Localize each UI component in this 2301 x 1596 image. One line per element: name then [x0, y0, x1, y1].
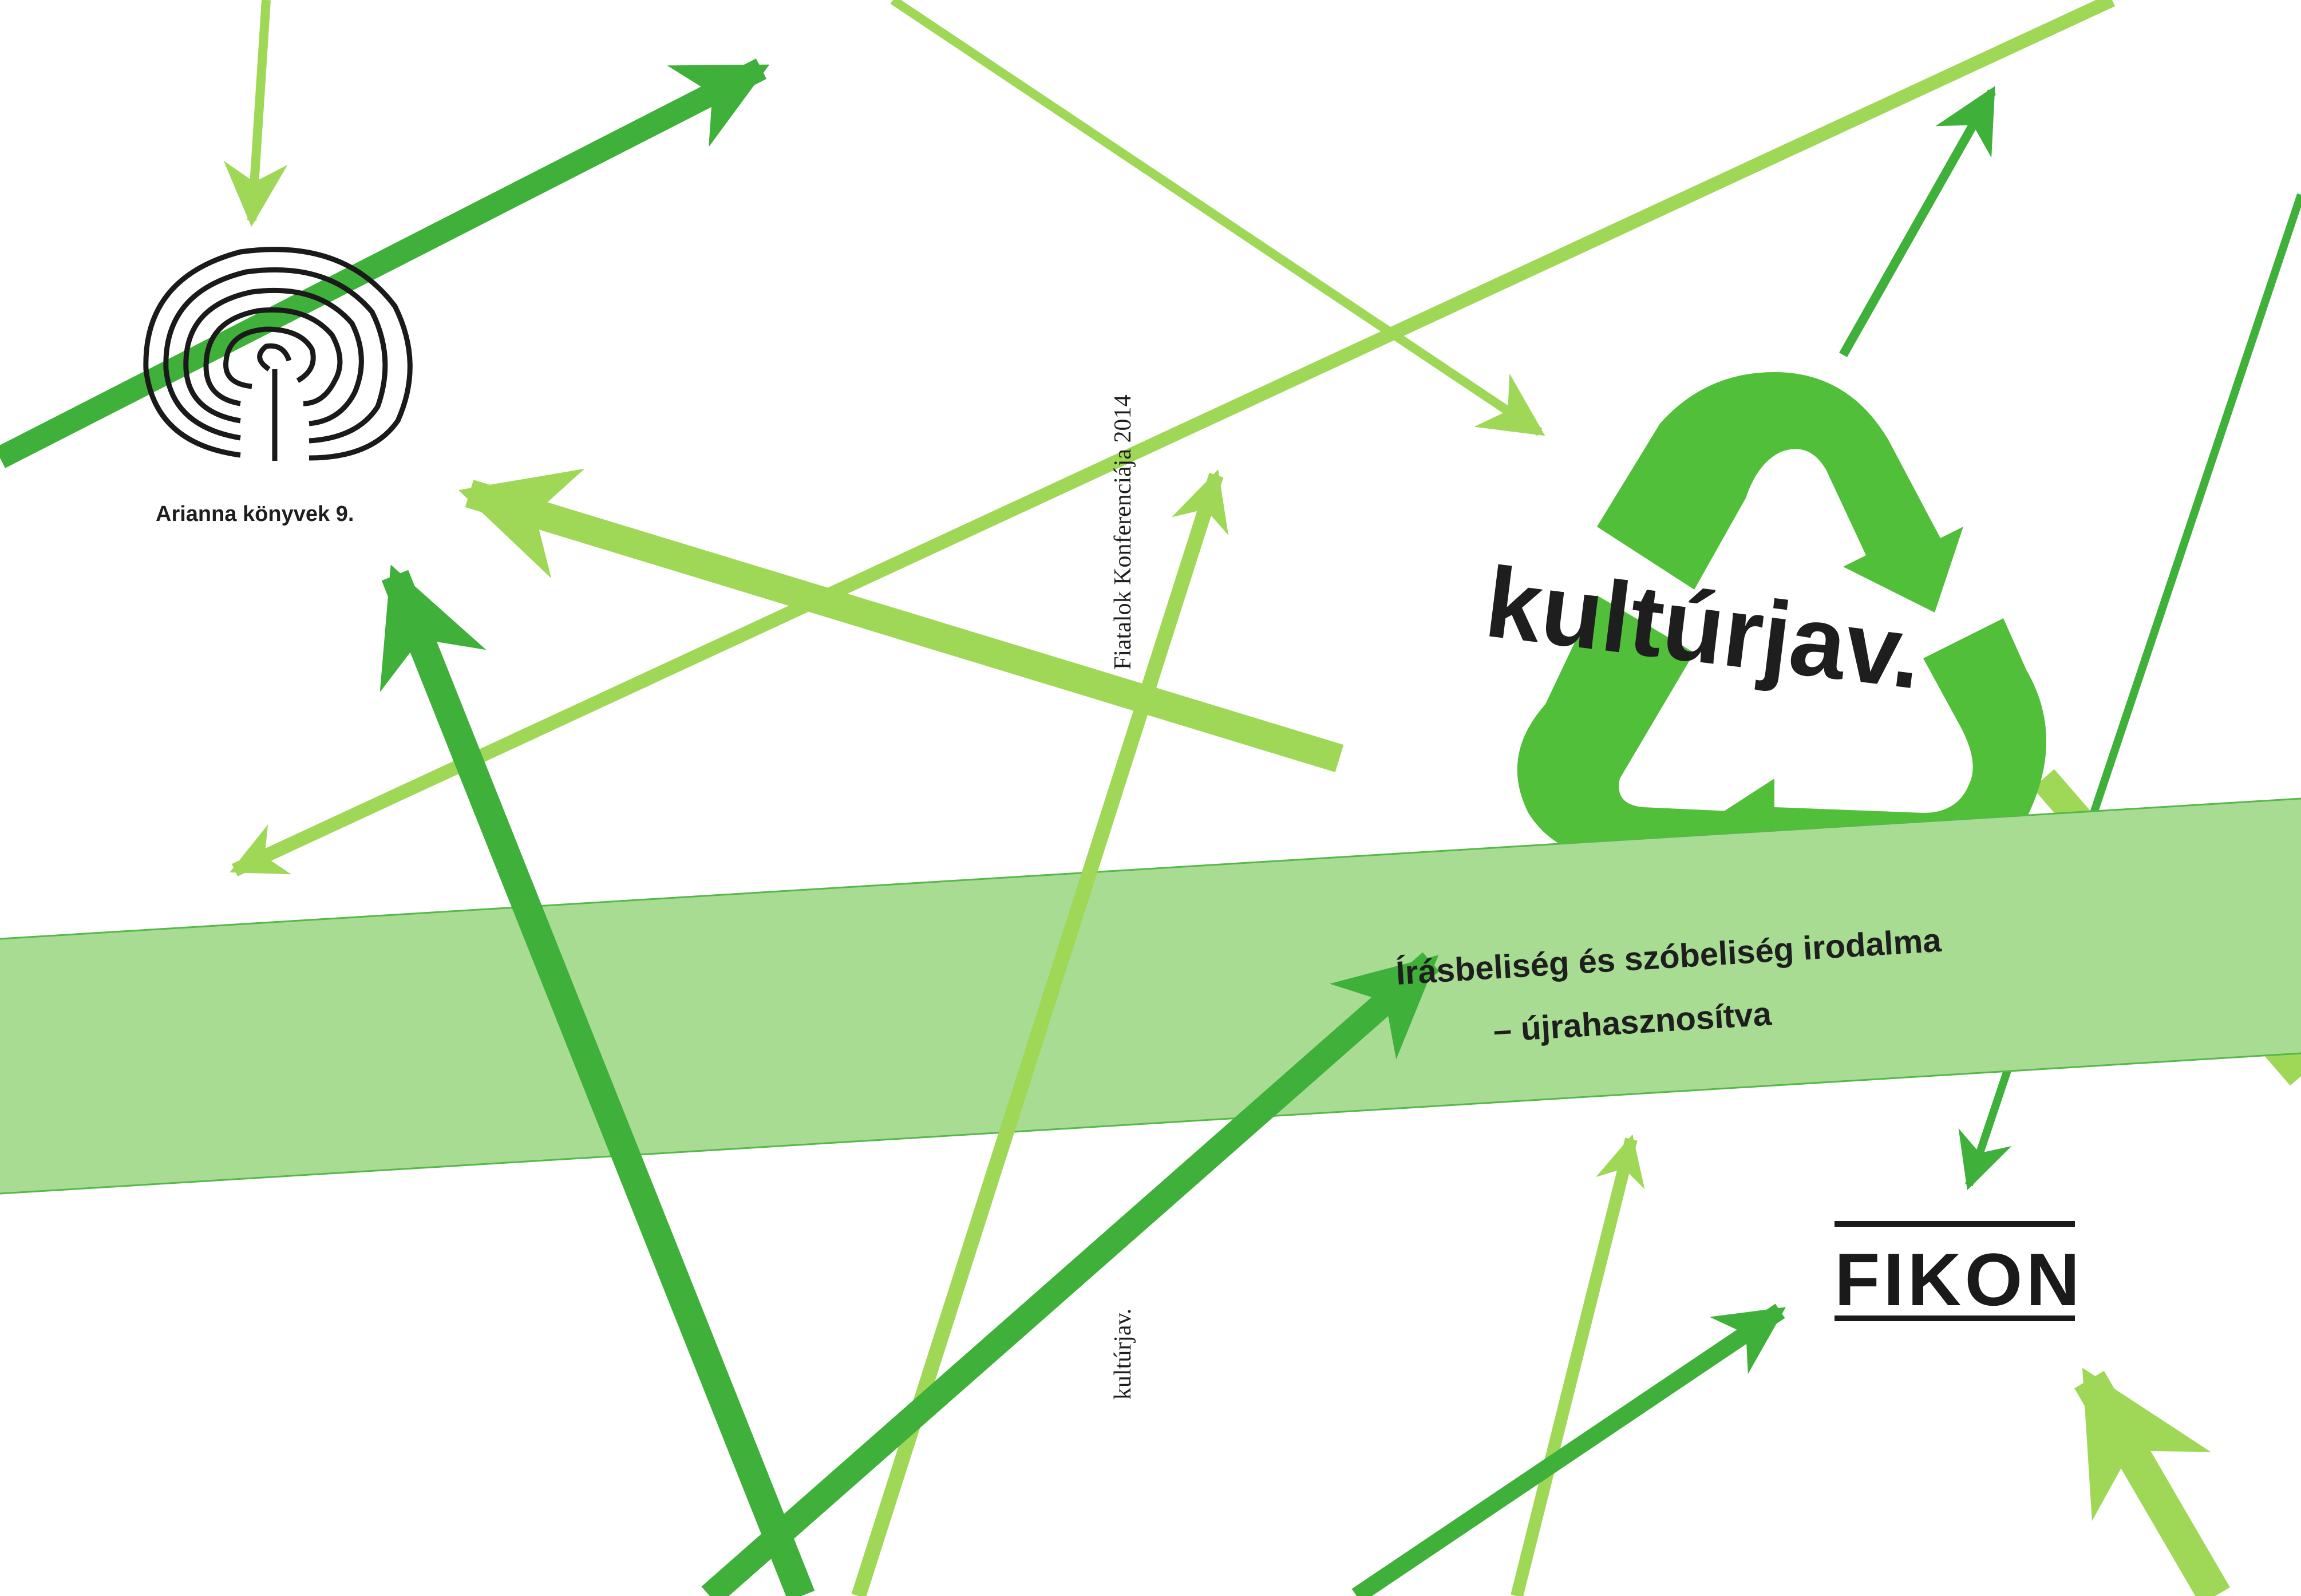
arrow-left-thick-light	[458, 468, 1344, 772]
foreground-arrows	[379, 469, 2230, 1596]
spine-bottom-text: kultúrjav.	[1110, 1309, 1136, 1400]
background-arrows	[0, 0, 2301, 1191]
arrow-diagonal-long-light	[890, 0, 1545, 436]
publisher-logo-text: FIKON	[1835, 1238, 2083, 1321]
title-band	[0, 797, 2301, 1195]
spine-top-text: Fiatalok Konferenciája 2014	[1110, 395, 1136, 670]
arrow-up-right-dark-thin	[1839, 86, 1996, 357]
arrow-long-light-left	[230, 0, 2116, 876]
labyrinth-icon	[143, 247, 413, 461]
arrow-diagonal-dark-up	[701, 952, 1440, 1596]
series-label: Arianna könyvek 9.	[156, 502, 354, 526]
fikon-logo: FIKON	[1835, 1221, 2083, 1321]
arrow-lower-light-up	[1511, 1134, 1645, 1596]
arrow-upper-left-dark	[0, 58, 770, 468]
arrow-bottom-right-light	[2074, 1368, 2230, 1596]
arrow-lower-dark-right	[1351, 1303, 1786, 1596]
arrow-top-left-down	[223, 0, 288, 227]
arrow-tall-dark-up	[379, 564, 815, 1596]
